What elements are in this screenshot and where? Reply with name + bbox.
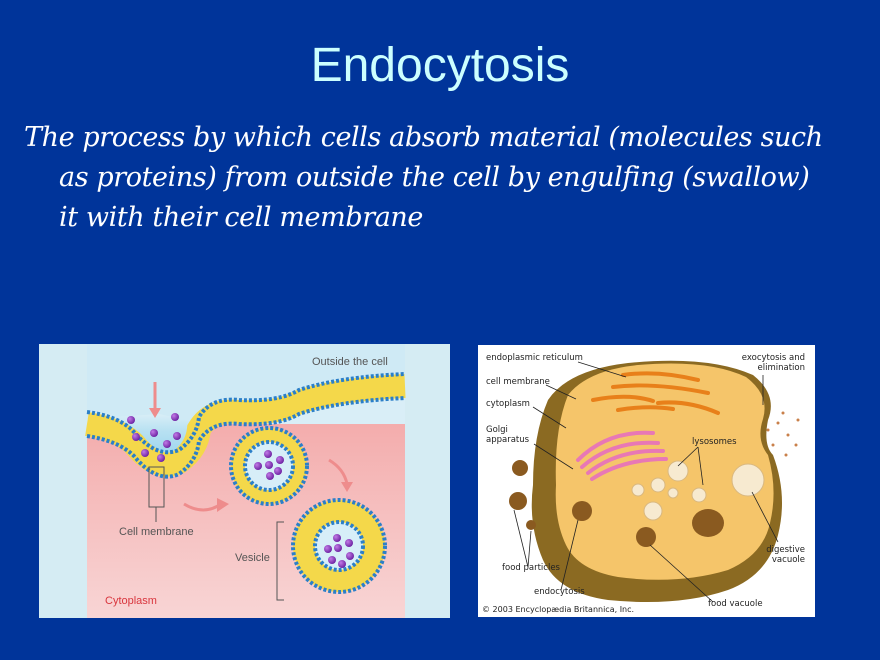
label-exocytosis: exocytosis and <box>741 353 805 363</box>
label-cytoplasm: Cytoplasm <box>105 595 157 607</box>
endocytosis-membrane-diagram: Outside the cell Cell membrane Vesicle C… <box>39 344 450 618</box>
label-lysosomes: lysosomes <box>692 437 737 447</box>
label-golgi: Golgi <box>486 425 508 435</box>
membrane-illustration <box>84 344 406 618</box>
label-endoplasmic-reticulum: endoplasmic reticulum <box>486 353 583 363</box>
label-endocytosis: endocytosis <box>534 587 585 597</box>
label-cell-membrane: Cell membrane <box>119 526 194 538</box>
body-line-1: The process by which cells absorb materi… <box>24 122 823 153</box>
cell-illustration <box>509 360 800 603</box>
label-food-vacuole: food vacuole <box>708 599 763 609</box>
label-vesicle: Vesicle <box>235 552 270 564</box>
label-food-particles: food particles <box>502 563 560 573</box>
copyright-notice: © 2003 Encyclopædia Britannica, Inc. <box>482 605 635 614</box>
cell-endocytosis-illustration: endoplasmic reticulum cell membrane cyto… <box>478 345 815 617</box>
body-line-3: it with their cell membrane <box>59 202 423 233</box>
label-cell-membrane: cell membrane <box>486 377 550 387</box>
label-digestive: digestive <box>766 545 805 555</box>
label-elimination: elimination <box>757 363 805 373</box>
label-cytoplasm: cytoplasm <box>486 399 530 409</box>
label-golgi-apparatus: apparatus <box>486 435 530 445</box>
slide-body: The process by which cells absorb materi… <box>24 118 864 238</box>
label-digestive-vacuole: vacuole <box>771 555 805 565</box>
body-line-2: as proteins) from outside the cell by en… <box>59 162 810 193</box>
label-outside-the-cell: Outside the cell <box>312 356 388 368</box>
slide-title: Endocytosis <box>310 39 570 92</box>
